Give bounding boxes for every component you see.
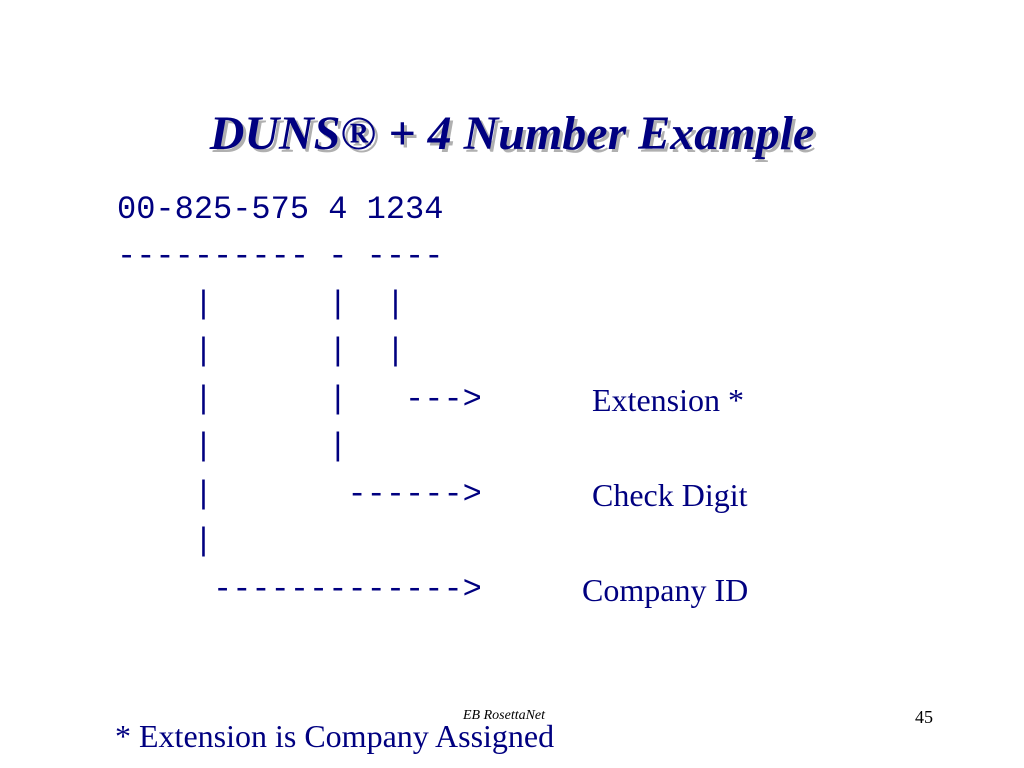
connector-line-7: -------------> — [117, 571, 482, 608]
slide-title: DUNS® + 4 Number Example — [209, 107, 815, 160]
extension-label: Extension * — [592, 382, 744, 418]
check-digit-label: Check Digit — [592, 477, 748, 513]
footnote: * Extension is Company Assigned — [115, 718, 555, 754]
connector-line-5: | ------> — [117, 476, 482, 513]
connector-line-4: | | — [117, 428, 348, 465]
connector-line-6: | — [117, 523, 214, 560]
footer-text: EB RosettaNet — [463, 708, 546, 723]
connector-line-1: | | | — [117, 286, 406, 323]
underline-dashes: ---------- - ---- — [117, 238, 444, 275]
connector-line-2: | | | — [117, 333, 406, 370]
page-number: 45 — [915, 707, 933, 727]
connector-line-3: | | ---> — [117, 381, 482, 418]
duns-number-line: 00-825-575 4 1234 — [117, 191, 444, 228]
company-id-label: Company ID — [582, 572, 749, 608]
